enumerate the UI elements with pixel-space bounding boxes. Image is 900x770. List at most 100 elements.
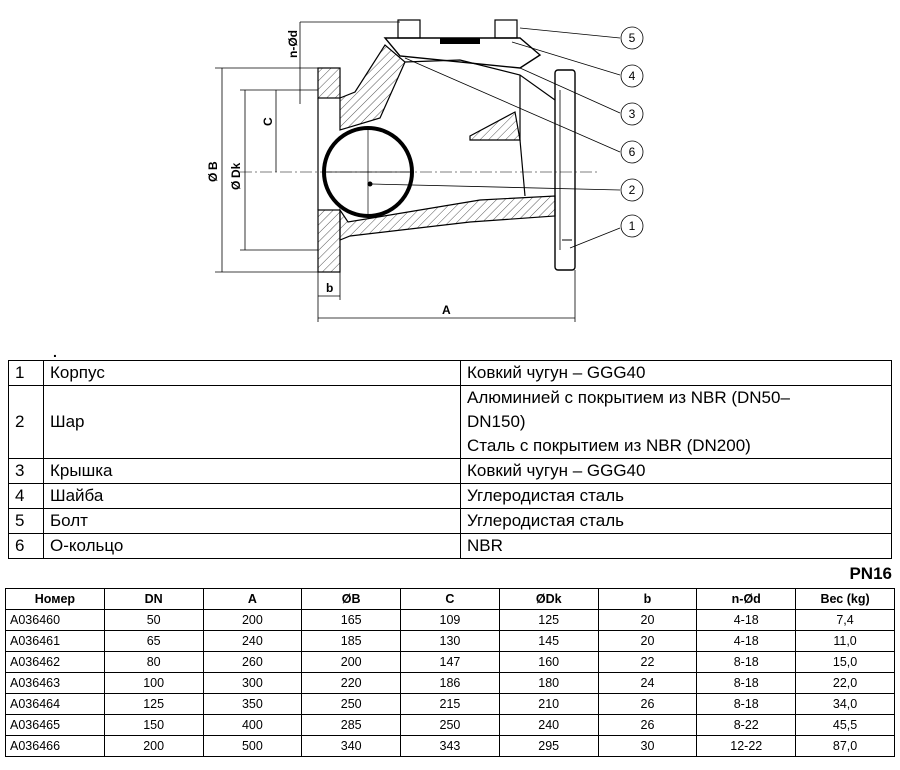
dim-label-a: A xyxy=(442,303,451,317)
spec-table: Номер DN A ØB C ØDk b n-Ød Вес (kg) A036… xyxy=(5,588,895,757)
callout-4: 4 xyxy=(629,69,636,83)
part-num: 6 xyxy=(8,533,44,559)
spec-cell: 20 xyxy=(597,630,698,652)
spec-cell: 285 xyxy=(301,714,402,736)
spec-cell: 400 xyxy=(202,714,303,736)
spec-cell: 125 xyxy=(498,609,599,631)
part-material: NBR xyxy=(460,533,892,559)
callouts xyxy=(371,26,644,249)
spec-cell: 80 xyxy=(103,651,204,673)
spec-cell: 26 xyxy=(597,693,698,715)
part-material: Углеродистая сталь xyxy=(460,508,892,534)
dim-label-c: C xyxy=(261,117,275,126)
spec-cell: 30 xyxy=(597,735,698,757)
spec-cell: 295 xyxy=(498,735,599,757)
part-num: 4 xyxy=(8,483,44,509)
dimension-lines xyxy=(215,21,576,322)
spec-cell: 15,0 xyxy=(795,651,895,673)
part-num: 1 xyxy=(8,360,44,386)
spec-cell: 160 xyxy=(498,651,599,673)
parts-row: 3 Крышка Ковкий чугун – GGG40 xyxy=(8,458,892,484)
spec-cell: 26 xyxy=(597,714,698,736)
spec-cell: 125 xyxy=(103,693,204,715)
part-name: О-кольцо xyxy=(43,533,461,559)
svg-text:Ø: Ø xyxy=(229,181,243,190)
spec-header: Номер xyxy=(5,588,105,610)
spec-cell: 11,0 xyxy=(795,630,895,652)
parts-row: 6 О-кольцо NBR xyxy=(8,533,892,559)
callout-3: 3 xyxy=(629,107,636,121)
spec-cell: A036463 xyxy=(5,672,105,694)
parts-marker: . xyxy=(53,344,57,360)
spec-header: ØDk xyxy=(498,588,599,610)
valve-section-drawing: n-Ød C Ø B Ø Dk b A 5 4 3 6 2 1 xyxy=(206,19,644,322)
spec-cell: 50 xyxy=(103,609,204,631)
spec-cell: 100 xyxy=(103,672,204,694)
part-material: Ковкий чугун – GGG40 xyxy=(460,458,892,484)
dim-label-n-od: n-Ød xyxy=(286,30,300,58)
callout-2: 2 xyxy=(629,183,636,197)
parts-table: 1 Корпус Ковкий чугун – GGG40 2 Шар Алюм… xyxy=(8,360,892,559)
callout-1: 1 xyxy=(629,219,636,233)
parts-row: 2 Шар Алюминией с покрытием из NBR (DN50… xyxy=(8,385,892,459)
part-material: Ковкий чугун – GGG40 xyxy=(460,360,892,386)
parts-row: 4 Шайба Углеродистая сталь xyxy=(8,483,892,509)
part-name: Корпус xyxy=(43,360,461,386)
spec-cell: 130 xyxy=(400,630,500,652)
spec-cell: 186 xyxy=(400,672,500,694)
spec-cell: 7,4 xyxy=(795,609,895,631)
spec-cell: 250 xyxy=(301,693,402,715)
left-flange xyxy=(317,67,341,273)
spec-cell: 180 xyxy=(498,672,599,694)
spec-cell: 240 xyxy=(202,630,303,652)
spec-cell: A036462 xyxy=(5,651,105,673)
spec-cell: 147 xyxy=(400,651,500,673)
spec-cell: 22,0 xyxy=(795,672,895,694)
spec-cell: A036464 xyxy=(5,693,105,715)
part-num: 3 xyxy=(8,458,44,484)
spec-cell: 350 xyxy=(202,693,303,715)
spec-cell: A036466 xyxy=(5,735,105,757)
spec-header: C xyxy=(400,588,500,610)
spec-cell: 210 xyxy=(498,693,599,715)
callout-6: 6 xyxy=(629,145,636,159)
spec-cell: 20 xyxy=(597,609,698,631)
dimension-labels: n-Ød C Ø B Ø Dk b A xyxy=(206,30,451,317)
part-material: Углеродистая сталь xyxy=(460,483,892,509)
spec-cell: 8-22 xyxy=(696,714,797,736)
dim-label-b-dia: B xyxy=(206,161,220,170)
spec-header: DN xyxy=(103,588,204,610)
valve-cover xyxy=(383,19,542,69)
pressure-rating-label: PN16 xyxy=(849,564,892,583)
spec-cell: 109 xyxy=(400,609,500,631)
spec-cell: 45,5 xyxy=(795,714,895,736)
spec-cell: 145 xyxy=(498,630,599,652)
spec-cell: 500 xyxy=(202,735,303,757)
spec-header: b xyxy=(597,588,698,610)
part-name: Шайба xyxy=(43,483,461,509)
dim-label-dk-dia: Dk xyxy=(229,162,243,178)
dim-label-b: b xyxy=(326,281,333,295)
spec-header-row: Номер DN A ØB C ØDk b n-Ød Вес (kg) xyxy=(5,588,895,610)
spec-header: ØB xyxy=(301,588,402,610)
spec-header: n-Ød xyxy=(696,588,797,610)
spec-cell: 200 xyxy=(202,609,303,631)
spec-cell: 65 xyxy=(103,630,204,652)
spec-cell: 215 xyxy=(400,693,500,715)
part-num: 5 xyxy=(8,508,44,534)
valve-body xyxy=(339,44,556,241)
spec-cell: 8-18 xyxy=(696,672,797,694)
part-name: Крышка xyxy=(43,458,461,484)
spec-cell: A036465 xyxy=(5,714,105,736)
spec-cell: 200 xyxy=(301,651,402,673)
spec-cell: 300 xyxy=(202,672,303,694)
spec-header: A xyxy=(202,588,303,610)
spec-cell: 340 xyxy=(301,735,402,757)
parts-row: 5 Болт Углеродистая сталь xyxy=(8,508,892,534)
